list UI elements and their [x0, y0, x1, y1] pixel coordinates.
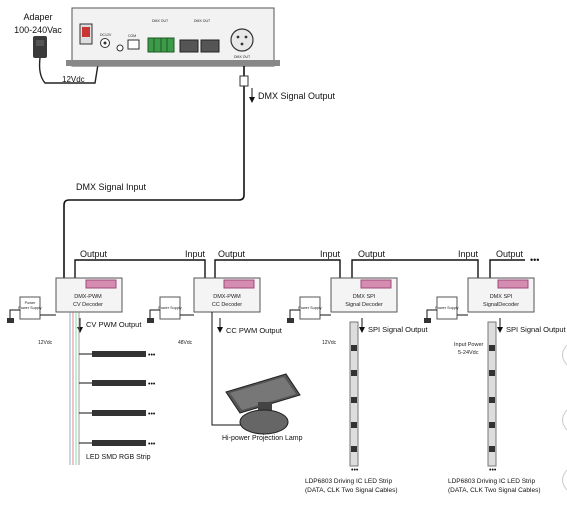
led-strip-row-2 [92, 380, 146, 386]
projection-lamp: Hi-power Projection Lamp [222, 373, 303, 442]
decoder-1-title1: DMX-PWM [74, 294, 102, 300]
power-adapter: Adaper 100-240Vac 12Vdc [14, 12, 101, 84]
xlr-plug-icon [239, 75, 249, 87]
plug-icon-4 [424, 318, 431, 323]
decoder-4-title1: DMX SPI [490, 294, 513, 300]
decoder-2-title2: CC Decoder [212, 302, 242, 308]
decoder-3-title1: DMX SPI [353, 294, 376, 300]
decoder-2-out-label: CC PWM Output [226, 326, 283, 335]
led-smd-strips: ••• ••• ••• ••• LED SMD RGB Strip [69, 312, 156, 465]
decoder-4-input-power2: 5-24Vdc [458, 350, 479, 356]
input-label-4: Input [458, 249, 479, 259]
usb-port-icon [127, 39, 140, 50]
led-strip-row-4 [92, 440, 146, 446]
output-label-2: Output [218, 249, 246, 259]
svg-text:•••: ••• [148, 352, 156, 359]
rj45-port-icon [179, 39, 199, 53]
decoder-2: DMX-PWM CC Decoder Power Supply 48Vdc CC… [147, 277, 283, 426]
controller-dc-label: DC12V [100, 33, 112, 37]
decoder-3-voltage: 12Vdc [322, 340, 337, 346]
led-strip-row-1 [79, 351, 146, 357]
ldp-strip-1-label1: LDP6803 Driving IC LED Strip [305, 478, 392, 485]
projection-lamp-label: Hi-power Projection Lamp [222, 435, 303, 442]
output-label-3: Output [358, 249, 386, 259]
controller-dmxout-b: DMX OUT [194, 19, 211, 23]
plug-icon-2 [147, 318, 154, 323]
svg-text:•••: ••• [148, 441, 156, 448]
decoder-4-title2: SignalDecoder [483, 302, 519, 308]
decoder-1-supply1: Power [25, 301, 36, 305]
svg-text:•••: ••• [148, 411, 156, 418]
output-label-4: Output [496, 249, 524, 259]
decoder-1: DMX-PWM CV Decoder Power Power Supply 12… [7, 277, 142, 346]
controller-com-label: COM [128, 34, 136, 38]
adapter-body-icon [33, 36, 47, 58]
input-label-3: Input [320, 249, 341, 259]
power-switch-icon [82, 27, 90, 37]
ldp-strip-2-label1: LDP6803 Driving IC LED Strip [448, 478, 535, 485]
decoder-3: DMX SPI Signal Decoder Power Supply 12Vd… [287, 277, 429, 494]
decoder-1-supply2: Power Supply [18, 306, 42, 310]
svg-text:•••: ••• [489, 467, 497, 474]
adapter-title: Adaper [23, 12, 52, 22]
decoder-4-supply: Power Supply [435, 306, 459, 310]
adapter-cable [38, 51, 101, 84]
dmx-main-cable [63, 66, 245, 278]
decoder-2-supply: Power Supply [158, 306, 182, 310]
decoder-4-out-label: SPI Signal Output [506, 325, 567, 334]
svg-text:•••: ••• [351, 467, 359, 474]
ldp-strip-2-label2: (DATA, CLK Two Signal Cables) [448, 487, 540, 494]
decoder-3-supply: Power Supply [298, 306, 322, 310]
dmx-signal-input-label: DMX Signal Input [76, 182, 147, 192]
ldp-strip-1 [349, 321, 359, 467]
rj45-port-icon-2 [200, 39, 220, 53]
decoder-1-voltage: 12Vdc [38, 340, 53, 346]
svg-text:•••: ••• [148, 381, 156, 388]
output-label-1: Output [80, 249, 108, 259]
led-strip-row-3 [92, 410, 146, 416]
adapter-output-label: 12Vdc [62, 75, 85, 84]
decoder-1-out-label: CV PWM Output [86, 320, 142, 329]
dmx-controller: DC12V COM DMX OUT DMX OUT DMX OUT [66, 7, 280, 67]
xlr-port-icon [230, 28, 254, 52]
dmx-signal-output-label: DMX Signal Output [258, 91, 336, 101]
controller-dmxout-a: DMX OUT [152, 19, 169, 23]
plug-icon-1 [7, 318, 14, 323]
controller-xlr-label: DMX OUT [234, 55, 251, 59]
decoder-2-title1: DMX-PWM [213, 294, 241, 300]
led-smd-strip-label: LED SMD RGB Strip [86, 454, 151, 461]
chain-ellipsis: ••• [530, 255, 539, 265]
input-label-2: Input [185, 249, 206, 259]
ldp-strip-2 [487, 321, 497, 467]
plug-icon-3 [287, 318, 294, 323]
adapter-voltage: 100-240Vac [14, 25, 62, 35]
decoder-4: DMX SPI SignalDecoder Power Supply Input… [424, 277, 567, 494]
decoder-4-input-power1: Input Power [454, 342, 484, 348]
decoder-3-out-label: SPI Signal Output [368, 325, 429, 334]
decoder-1-title2: CV Decoder [73, 302, 103, 308]
decoder-3-title2: Signal Decoder [345, 302, 383, 308]
decoder-2-voltage: 48Vdc [178, 340, 193, 346]
ldp-strip-1-label2: (DATA, CLK Two Signal Cables) [305, 487, 397, 494]
